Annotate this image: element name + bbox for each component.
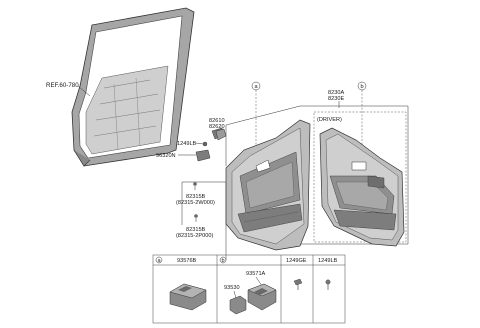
ref-label: REF.60-780: [46, 82, 79, 89]
table-cell-b: b: [219, 256, 227, 264]
svg-text:b: b: [221, 258, 224, 264]
part-93576b-label: 93576B: [177, 258, 197, 264]
door-trim-panel-left: [225, 119, 311, 251]
part-82315b-2-label: 82315B: [186, 227, 206, 233]
speaker-96320n: [195, 149, 211, 162]
part-82620-label: 82620: [209, 124, 225, 130]
switch-93576b: [169, 283, 207, 311]
part-96320n-label: 96320N: [156, 153, 176, 159]
svg-text:b: b: [360, 84, 363, 90]
part-1249lb-label: 1249LB: [177, 141, 197, 147]
part-8230e-label: 8230E: [328, 96, 344, 102]
part-8230a-label: 8230A: [328, 90, 344, 96]
screw-1249ge: [293, 278, 303, 290]
svg-text:a: a: [157, 258, 161, 264]
driver-region: [313, 111, 407, 243]
clip-82315b-2: [194, 214, 198, 222]
part-1249ge-label: 1249GE: [286, 258, 307, 264]
svg-text:a: a: [254, 84, 258, 90]
door-trim-panel-right: [319, 127, 405, 247]
parts-table: [152, 254, 346, 324]
part-82315b-1-label: 82315B: [186, 194, 206, 200]
part-93571a-label: 93571A: [246, 271, 266, 277]
door-frame-shell: [71, 7, 195, 167]
part-82315b-2-alt-label: (82315-2P000): [176, 233, 213, 239]
screw-1249lb: [325, 279, 331, 290]
switch-93571a: [247, 283, 277, 311]
switch-93530: [229, 295, 247, 315]
part-82610-label: 82610: [209, 118, 225, 124]
clip-82315b-1: [193, 182, 197, 190]
part-93530-label: 93530: [224, 285, 240, 291]
bolt-1249lb: [202, 141, 208, 147]
inner-handle-part: [211, 127, 227, 141]
driver-label: (DRIVER): [317, 117, 342, 123]
table-cell-a: a 93576B: [155, 256, 197, 264]
part-1249lb-table-label: 1249LB: [318, 258, 338, 264]
part-82315b-1-alt-label: (82315-2W000): [176, 200, 215, 206]
